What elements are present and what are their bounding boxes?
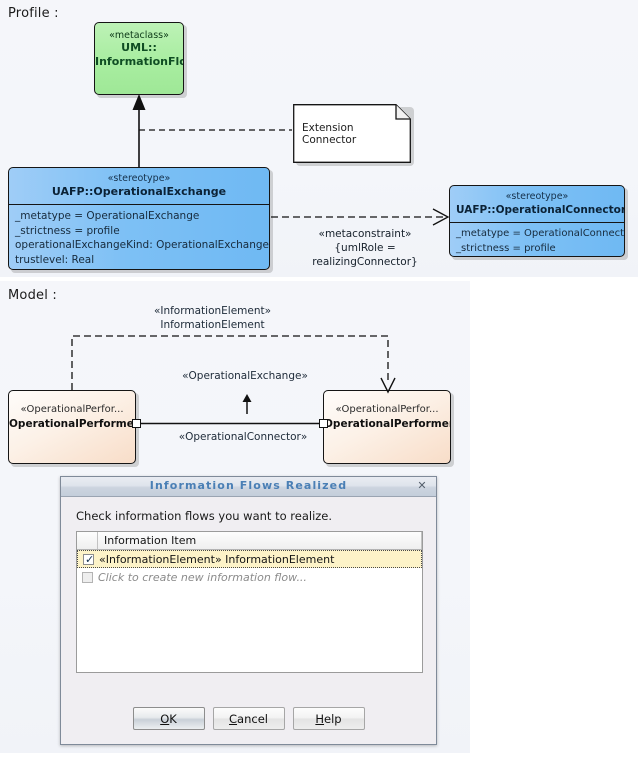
metaclass-name-line1: UML:: — [121, 41, 157, 54]
operational-performer2-body: «OperationalPerfor... OperationalPerform… — [323, 390, 451, 464]
metaconstraint-line2: {umlRole = — [334, 242, 396, 254]
checkbox-unchecked-icon[interactable] — [82, 571, 93, 583]
attribute-row: _strictness = profile — [15, 224, 120, 237]
dialog-instruction: Check information flows you want to real… — [76, 509, 333, 523]
profile-section-label: Profile : — [8, 6, 59, 21]
operational-exchange-node-body: «stereotype» UAFP::OperationalExchange _… — [8, 167, 270, 270]
performer1-port[interactable] — [132, 419, 141, 428]
row-checkbox-cell[interactable]: ✓ — [78, 552, 99, 566]
operational-performer2-node[interactable]: «OperationalPerfor... OperationalPerform… — [323, 390, 454, 467]
close-icon[interactable]: ✕ — [417, 479, 427, 492]
operational-exchange-edge-label: «OperationalExchange» — [182, 370, 308, 382]
performer2-port[interactable] — [319, 419, 328, 428]
operational-performer1-body: «OperationalPerfor... OperationalPerform… — [8, 390, 136, 464]
table-row[interactable]: ✓ «InformationElement» InformationElemen… — [77, 550, 422, 568]
checkbox-checked-icon[interactable]: ✓ — [83, 552, 95, 566]
performer2-stereotype: «OperationalPerfor... — [335, 404, 439, 415]
row-label: «InformationElement» InformationElement — [99, 552, 335, 566]
metaconstraint-line3: realizingConnector} — [312, 256, 418, 268]
model-section-label: Model : — [8, 288, 57, 303]
operational-connector-name: UAFP::OperationalConnector — [456, 204, 625, 216]
attribute-row: trustlevel: Real — [15, 253, 95, 266]
metaconstraint-line1: «metaconstraint» — [318, 228, 412, 240]
operational-performer1-node[interactable]: «OperationalPerfor... OperationalPerform… — [8, 390, 139, 467]
metaclass-stereotype: «metaclass» — [109, 30, 169, 41]
dialog-body: Check information flows you want to real… — [61, 497, 436, 744]
information-element-line2: InformationElement — [160, 319, 265, 331]
operational-connector-node-body: «stereotype» UAFP::OperationalConnector … — [449, 185, 625, 257]
ok-button-rest: K — [169, 711, 177, 726]
attribute-row: _strictness = profile — [456, 242, 556, 254]
operational-connector-stereotype: «stereotype» — [505, 191, 569, 202]
attribute-row: _metatype = OperationalConnector — [456, 228, 625, 239]
help-button-mnemonic: H — [315, 711, 325, 726]
row-label: Click to create new information flow... — [98, 570, 307, 584]
extension-connector-note[interactable]: Extension Connector — [293, 104, 414, 166]
table-row[interactable]: Click to create new information flow... — [77, 568, 422, 586]
attribute-row: _metatype = OperationalExchange — [15, 210, 200, 222]
cancel-button-mnemonic: C — [229, 711, 238, 726]
performer1-stereotype: «OperationalPerfor... — [20, 404, 124, 415]
operational-connector-edge-label: «OperationalConnector» — [178, 431, 308, 443]
note-shape-icon — [293, 104, 411, 163]
information-item-table[interactable]: Information Item ✓ «InformationElement» … — [76, 531, 423, 673]
ok-button-mnemonic: O — [160, 711, 170, 726]
metaconstraint-label: «metaconstraint» {umlRole = realizingCon… — [275, 227, 455, 269]
dialog-titlebar[interactable]: Information Flows Realized ✕ — [61, 477, 436, 497]
help-button-rest: elp — [324, 711, 342, 726]
operational-connector-stereotype-node[interactable]: «stereotype» UAFP::OperationalConnector … — [449, 185, 628, 260]
performer1-name: OperationalPerformer1 — [9, 418, 136, 430]
table-header-row: Information Item — [77, 532, 422, 550]
performer2-name: OperationalPerformer2 — [324, 418, 451, 430]
operational-exchange-name: UAFP::OperationalExchange — [51, 185, 227, 198]
operational-exchange-stereotype: «stereotype» — [107, 173, 171, 184]
information-element-label: «InformationElement» InformationElement — [120, 304, 305, 332]
attribute-row: operationalExchangeKind: OperationalExch… — [15, 239, 270, 251]
information-flows-realized-dialog[interactable]: Information Flows Realized ✕ Check infor… — [60, 476, 437, 745]
cancel-button-rest: ancel — [237, 711, 268, 726]
row-checkbox-cell[interactable] — [77, 571, 98, 583]
operational-exchange-stereotype-node[interactable]: «stereotype» UAFP::OperationalExchange _… — [8, 167, 273, 273]
operational-exchange-header: «stereotype» UAFP::OperationalExchange — [9, 168, 269, 205]
table-header-information-item: Information Item — [98, 532, 422, 549]
operational-connector-header: «stereotype» UAFP::OperationalConnector — [450, 186, 624, 223]
note-text: Extension Connector — [302, 122, 357, 146]
operational-connector-attributes: _metatype = OperationalConnector _strict… — [450, 223, 625, 256]
operational-exchange-attributes: _metatype = OperationalExchange _strictn… — [9, 205, 270, 269]
dialog-title: Information Flows Realized — [149, 479, 348, 492]
table-header-checkbox-column — [77, 532, 98, 549]
information-element-line1: «InformationElement» — [153, 305, 272, 317]
